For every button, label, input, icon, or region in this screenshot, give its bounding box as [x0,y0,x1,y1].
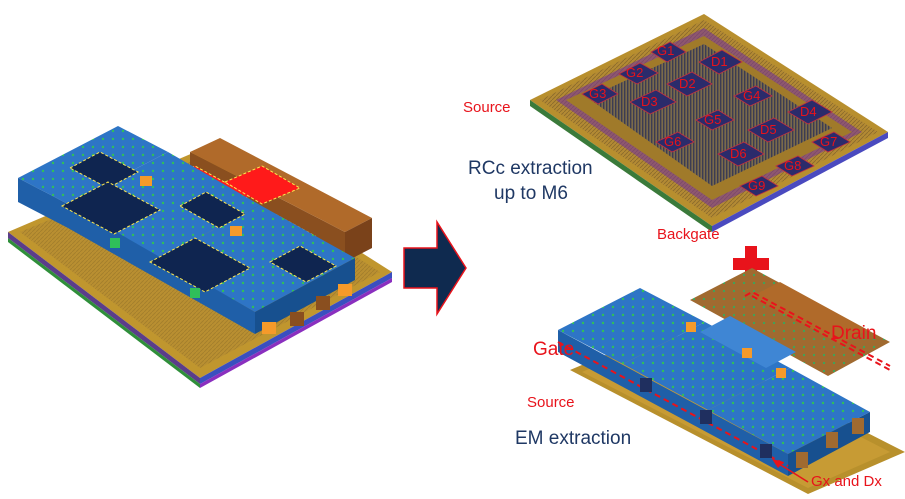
chip-pad-label: G5 [704,112,722,127]
source-label-bottom: Source [527,394,575,411]
source-label-top: Source [463,99,511,116]
chip-pad-label: G9 [748,178,766,193]
left-gate-side [68,204,255,334]
chip-pad-label: D1 [711,54,728,69]
chip-pad-label: D4 [800,104,817,119]
left-navy-pad-1 [68,151,140,189]
em-extraction-label: EM extraction [515,428,632,449]
chip-pad-label: G2 [626,65,644,80]
rcc-up-to-label: up to M6 [494,183,568,204]
chip-pad-label: D6 [730,146,747,161]
left-navy-pad-2 [60,181,162,235]
em-drain-plate [690,268,890,376]
right-arrow-icon [403,219,467,317]
left-3d-layout [8,126,392,388]
chip-pad-label: G4 [743,88,761,103]
chip-pad-label: G3 [589,86,607,101]
left-red-pad-2 [223,165,302,205]
em-pillars [640,322,864,468]
left-navy-pad-3 [148,237,252,293]
chip-pad-label: D2 [679,76,696,91]
chip-pad-label: D3 [641,94,658,109]
gx-dx-pointer [772,459,809,483]
rcc-pads [581,41,851,197]
em-gate-metal [623,322,790,410]
gx-dx-label: Gx and Dx [811,473,882,490]
chip-pad-label: G7 [820,134,838,149]
chip-pad-label: G1 [657,43,675,58]
drain-label: Drain [831,323,877,344]
rcc-extraction-label: RCc extraction [468,158,593,179]
chip-pad-label: D5 [760,122,777,137]
rcc-chip-layout [530,14,888,232]
chip-pad-label: G8 [784,158,802,173]
gate-label: Gate [533,339,575,360]
backgate-label: Backgate [657,226,720,243]
chip-pad-label: G6 [664,134,682,149]
em-model-layout [557,268,905,494]
left-pillars [110,176,352,334]
